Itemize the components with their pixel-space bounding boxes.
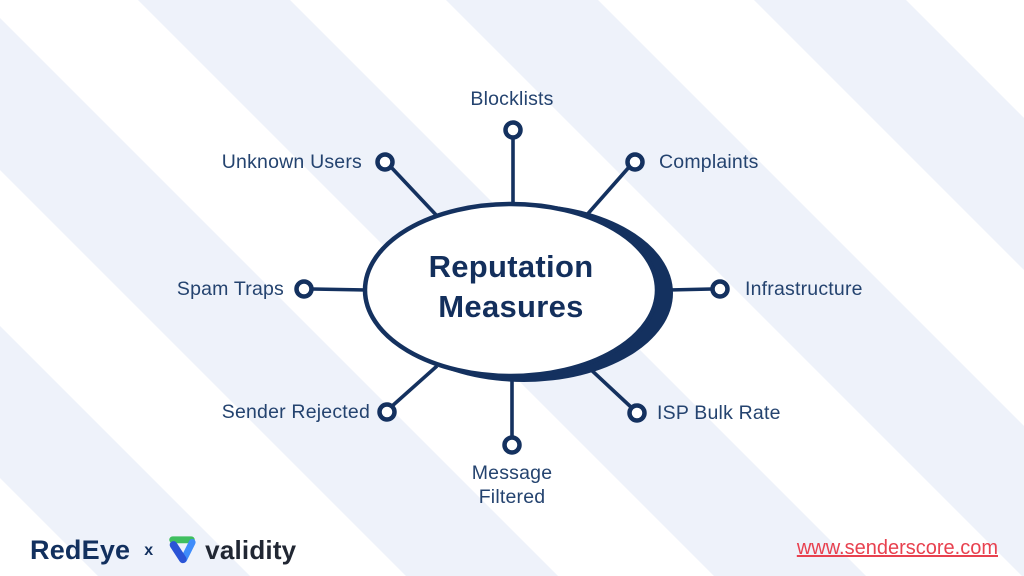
node-dot-spam-traps [294, 279, 314, 299]
node-dot-infrastructure [710, 279, 730, 299]
node-dot-isp-bulk-rate [627, 403, 647, 423]
senderscore-link[interactable]: www.senderscore.com [796, 537, 998, 559]
spoke-infrastructure [667, 287, 713, 292]
background-stripe [446, 0, 1024, 576]
validity-logo-icon [165, 533, 199, 567]
node-dot-unknown-users [375, 152, 395, 172]
node-label-sender-rejected: Sender Rejected [221, 401, 370, 423]
spoke-spam-traps [311, 287, 368, 292]
spoke-sender-rejected [389, 364, 439, 409]
node-dot-sender-rejected [377, 402, 397, 422]
node-label-infrastructure: Infrastructure [745, 278, 863, 300]
spoke-isp-bulk-rate [585, 364, 634, 410]
node-label-spam-traps: Spam Traps [176, 278, 284, 300]
node-dot-blocklists [503, 120, 523, 140]
node-dot-complaints [625, 152, 645, 172]
background-stripe [0, 18, 558, 576]
collab-x-separator: x [144, 542, 154, 559]
node-label-blocklists: Blocklists [470, 88, 554, 110]
center-ellipse [362, 201, 660, 379]
node-label-isp-bulk-rate: ISP Bulk Rate [657, 402, 781, 424]
node-label-complaints: Complaints [659, 151, 759, 173]
background-stripe [754, 0, 1024, 270]
node-label-message-filtered: Message Filtered [471, 462, 553, 508]
validity-wordmark: validity [205, 534, 297, 565]
diagram-title-line2: Measures [438, 289, 584, 324]
spoke-unknown-users [388, 164, 440, 219]
background-stripe [0, 326, 250, 576]
node-dot-message-filtered [502, 435, 522, 455]
node-label-unknown-users: Unknown Users [221, 151, 362, 173]
redeye-logo: RedEye [30, 534, 131, 565]
diagram-title: Reputation Measures [361, 247, 661, 327]
brand-lockup: RedEye x validity [30, 531, 296, 569]
spoke-complaints [583, 164, 632, 219]
diagram-title-line1: Reputation [428, 249, 594, 284]
